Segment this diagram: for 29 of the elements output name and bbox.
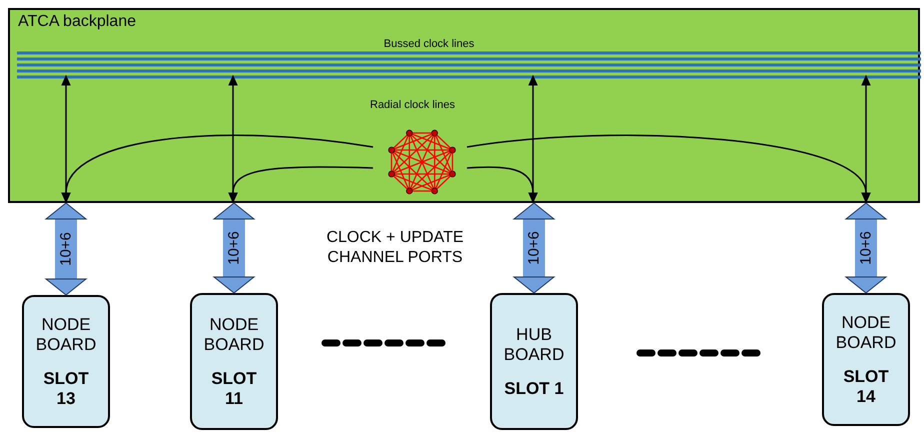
slot-number: SLOT 13	[42, 368, 90, 408]
mesh-label: Radial clock lines	[370, 99, 455, 111]
board-name: NODE BOARD	[35, 314, 97, 354]
panel-title: ATCA backplane	[18, 13, 136, 31]
arrow	[228, 166, 374, 202]
board-name: NODE BOARD	[835, 312, 897, 352]
double-arrow	[46, 202, 86, 296]
arrow	[466, 166, 538, 202]
board-box	[822, 293, 910, 426]
edge-label: 10+6	[526, 231, 542, 265]
board-box	[22, 295, 110, 428]
board-name: HUB BOARD	[503, 324, 565, 364]
ports-label: CLOCK + UPDATE CHANNEL PORTS	[325, 228, 465, 268]
double-arrow	[514, 202, 554, 294]
edge-label: 10+6	[58, 232, 74, 266]
double-arrow	[214, 202, 254, 294]
slot-number: SLOT 1	[504, 378, 564, 398]
board-name: NODE BOARD	[203, 314, 265, 354]
bus-label: Bussed clock lines	[382, 38, 476, 50]
slot-number: SLOT 11	[210, 368, 258, 408]
edge-label: 10+6	[226, 231, 242, 265]
slot-number: SLOT 14	[842, 366, 890, 406]
backplane-panel	[8, 8, 920, 203]
arrow	[62, 134, 374, 202]
edge-label: 10+6	[858, 231, 874, 265]
arrow	[466, 134, 870, 202]
double-arrow	[846, 202, 886, 294]
board-box	[190, 293, 278, 430]
board-box	[490, 293, 578, 430]
